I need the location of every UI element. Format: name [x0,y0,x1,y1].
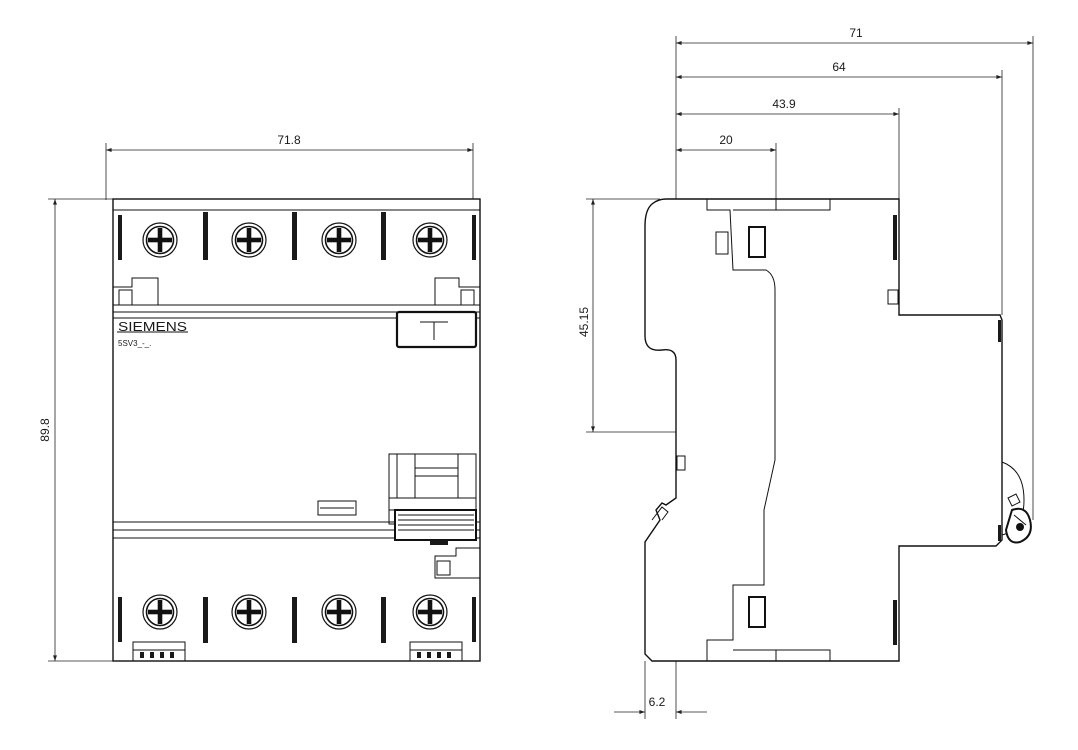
offset-label: 6.2 [649,695,666,709]
front-height-dimension: 89.8 [38,198,113,662]
side-depth-dimensions: 71 64 43.9 20 [675,26,1034,520]
din-rail-clip [706,199,776,661]
terminal-screw-icon [321,222,357,258]
terminal-screw-icon [142,594,178,630]
side-housing [644,198,1003,662]
toggle-lever [388,453,477,545]
side-height-dimension: 45.15 [577,198,676,433]
depth-43-label: 43.9 [772,97,796,111]
front-housing [112,198,481,662]
depth-20-label: 20 [719,133,733,147]
brand-label: SIEMENS [118,319,187,334]
side-view: 71 64 43.9 20 45.15 6.2 [577,26,1034,719]
terminal-screw-icon [142,222,178,258]
model-label: 5SV3_-_. [118,339,151,348]
side-height-label: 45.15 [577,307,591,337]
overall-depth-label: 71 [849,26,863,40]
front-height-label: 89.8 [38,418,52,442]
toggle-knob [1001,461,1032,544]
indicator-window [317,500,357,516]
front-width-label: 71.8 [277,133,301,147]
depth-64-label: 64 [832,60,846,74]
terminal-screw-icon [231,594,267,630]
test-button: T [395,310,478,349]
front-width-dimension: 71.8 [105,133,474,200]
lower-terminal-block [118,547,480,662]
terminal-screw-icon [321,594,357,630]
terminal-screw-icon [412,594,448,630]
side-offset-dimension: 6.2 [614,590,707,719]
terminal-screw-icon [231,222,267,258]
terminal-screw-icon [412,222,448,258]
test-button-glyph: T [470,341,471,343]
front-view: 71.8 89.8 [38,133,481,662]
